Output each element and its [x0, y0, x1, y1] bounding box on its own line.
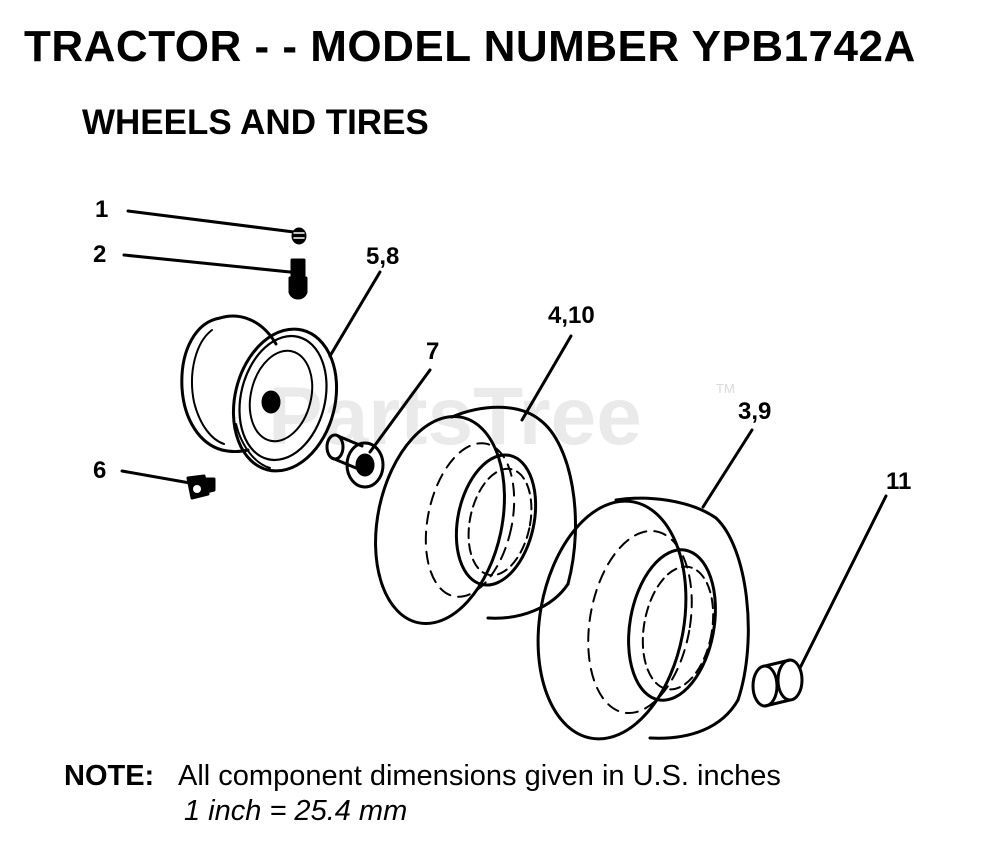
- callout-1: 1: [95, 196, 109, 223]
- note-line-1: All component dimensions given in U.S. i…: [178, 760, 781, 792]
- callout-4-10: 4,10: [548, 302, 595, 329]
- note-line-2: 1 inch = 25.4 mm: [184, 795, 408, 827]
- leader-line-6: [120, 469, 192, 485]
- grease-fitting-part-6: [186, 474, 216, 500]
- diagram-subtitle: WHEELS AND TIRES: [82, 103, 429, 142]
- note-label: NOTE:: [64, 760, 155, 792]
- bushing-part-11: [751, 658, 804, 708]
- valve-stem-part-2: [288, 258, 308, 300]
- valve-cap-part-1: [291, 227, 307, 245]
- callout-3-9: 3,9: [738, 398, 772, 425]
- callout-6: 6: [93, 457, 107, 484]
- leader-line-11: [797, 494, 888, 672]
- diagram-title: TRACTOR - - MODEL NUMBER YPB1742A: [24, 22, 916, 71]
- wheel-rim-part-5-8: [180, 314, 339, 473]
- leader-line-7: [368, 368, 432, 454]
- callout-7: 7: [426, 338, 440, 365]
- leader-line-3-9: [701, 428, 754, 509]
- tire-part-3-9: [536, 496, 750, 741]
- leader-line-2: [122, 253, 292, 274]
- leader-line-4-10: [520, 334, 573, 422]
- callout-2: 2: [93, 241, 107, 268]
- tire-part-4-10: [374, 405, 577, 626]
- bushing-washer-part-7: [325, 433, 385, 489]
- callout-5-8: 5,8: [366, 243, 400, 270]
- leader-line-5-8: [328, 270, 382, 358]
- callout-11: 11: [886, 468, 912, 495]
- note: NOTE: All component dimensions given in U…: [64, 760, 781, 793]
- watermark-tm: TM: [716, 381, 735, 396]
- leader-line-1: [126, 209, 296, 234]
